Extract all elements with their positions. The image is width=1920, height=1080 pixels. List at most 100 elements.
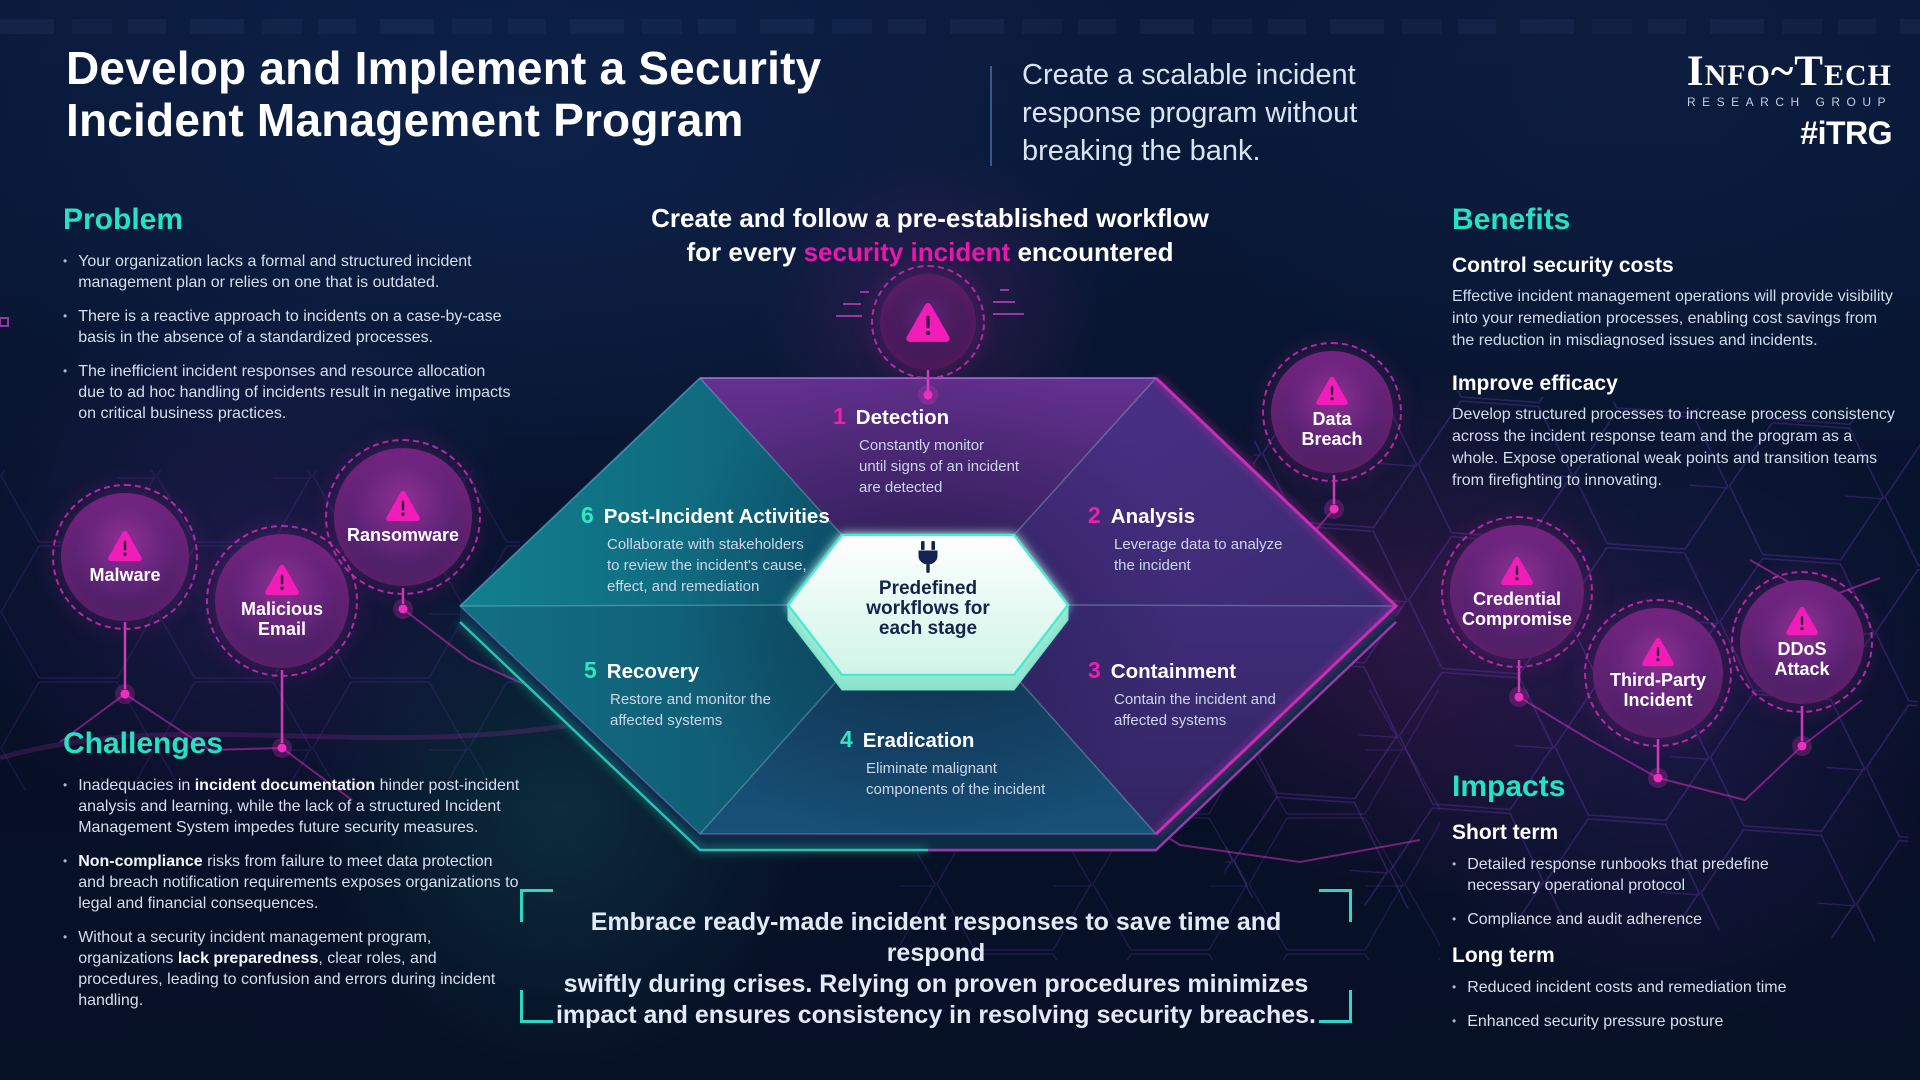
threat-badge-third-party-incident: Third-Party Incident bbox=[1584, 599, 1732, 747]
badge-dashed-ring bbox=[1584, 599, 1732, 747]
challenges-list: • Inadequacies in incident documentation… bbox=[63, 775, 523, 1011]
incident-alert-badge bbox=[871, 265, 985, 379]
threat-badge-data-breach: Data Breach bbox=[1262, 342, 1402, 482]
stage-detection: 1 Detection Constantly monitor until sign… bbox=[833, 403, 1019, 498]
badge-dashed-ring bbox=[1441, 516, 1593, 668]
problem-heading: Problem bbox=[63, 203, 184, 236]
badge-disc: Malware bbox=[61, 493, 189, 621]
impact-list-short-term: •Detailed response runbooks that predefi… bbox=[1452, 854, 1832, 930]
badge-dashed-ring bbox=[52, 484, 198, 630]
stage-number: 2 bbox=[1088, 502, 1101, 528]
challenges-section: Challenges • Inadequacies in incident do… bbox=[63, 727, 523, 1024]
threat-badge-malware: Malware bbox=[52, 484, 198, 630]
warning-icon bbox=[1501, 556, 1533, 585]
bracket-corner bbox=[1319, 889, 1352, 922]
workflow-headline-line2: for every security incident encountered bbox=[686, 237, 1174, 267]
logo-tagline: RESEARCH GROUP bbox=[1686, 95, 1892, 109]
stage-analysis: 2 Analysis Leverage data to analyze the i… bbox=[1088, 502, 1282, 576]
badge-label: DDoS Attack bbox=[1774, 638, 1830, 679]
warning-icon bbox=[906, 302, 950, 342]
stage-eradication: 4 Eradication Eliminate malignant compone… bbox=[840, 726, 1045, 800]
threat-badge-credential-compromise: Credential Compromise bbox=[1441, 516, 1593, 668]
stage-title: Eradication bbox=[862, 729, 975, 752]
stage-title: Post-Incident Activities bbox=[603, 505, 830, 528]
badge-disc: Data Breach bbox=[1271, 351, 1393, 473]
workflow-headline-line1: Create and follow a pre-established work… bbox=[651, 203, 1209, 233]
warning-icon bbox=[108, 530, 142, 561]
badge-disc: Ransomware bbox=[334, 448, 472, 586]
list-item: •There is a reactive approach to inciden… bbox=[63, 308, 502, 346]
logo: Info~Tech RESEARCH GROUP #iTRG bbox=[1686, 48, 1893, 152]
stage-number: 4 bbox=[840, 726, 853, 752]
threat-badge-ddos-attack: DDoS Attack bbox=[1731, 571, 1873, 713]
list-item: •Compliance and audit adherence bbox=[1452, 911, 1703, 928]
benefits-heading: Benefits bbox=[1452, 203, 1571, 236]
impact-group-title: Long term bbox=[1452, 944, 1555, 967]
bullet-icon: • bbox=[1452, 1014, 1457, 1028]
benefit-title: Improve efficacy bbox=[1452, 372, 1618, 395]
list-item: •The inefficient incident responses and … bbox=[63, 363, 511, 422]
list-item: •Your organization lacks a formal and st… bbox=[63, 253, 472, 291]
stage-description: Constantly monitor until signs of an inc… bbox=[859, 437, 1020, 496]
stage-title: Detection bbox=[855, 406, 950, 429]
stage-number: 6 bbox=[581, 502, 594, 528]
logo-brand: Info~Tech bbox=[1686, 48, 1892, 95]
bullet-icon: • bbox=[63, 254, 68, 268]
closing-quote: Embrace ready-made incident responses to… bbox=[520, 889, 1352, 1029]
stage-number: 1 bbox=[833, 403, 846, 429]
bullet-icon: • bbox=[63, 309, 68, 323]
list-item: •Detailed response runbooks that predefi… bbox=[1452, 856, 1769, 894]
list-item: •Reduced incident costs and remediation … bbox=[1452, 979, 1787, 996]
header-divider bbox=[990, 66, 992, 166]
benefits-section: Benefits Control security costs Effectiv… bbox=[1452, 203, 1897, 492]
badge-disc bbox=[880, 274, 976, 370]
warning-icon bbox=[386, 490, 420, 521]
workflow-headline: Create and follow a pre-established work… bbox=[520, 201, 1340, 269]
benefit-title: Control security costs bbox=[1452, 254, 1674, 277]
impacts-heading: Impacts bbox=[1452, 770, 1566, 803]
connector-dots bbox=[115, 385, 1812, 788]
badge-label: Malware bbox=[89, 564, 161, 585]
bullet-icon: • bbox=[1452, 857, 1457, 871]
badge-label: Third-Party Incident bbox=[1609, 669, 1706, 710]
badge-disc: Credential Compromise bbox=[1450, 525, 1584, 659]
stage-description: Leverage data to analyze the incident bbox=[1114, 536, 1283, 574]
page-title: Develop and Implement a Security Inciden… bbox=[66, 42, 822, 146]
bullet-icon: • bbox=[63, 930, 68, 944]
badge-label: Malicious Email bbox=[240, 598, 324, 639]
quote-text: Embrace ready-made incident responses to… bbox=[555, 908, 1317, 1029]
bullet-icon: • bbox=[63, 778, 68, 792]
badge-dashed-ring bbox=[325, 439, 481, 595]
stage-title: Analysis bbox=[1110, 505, 1196, 528]
circuit-decoration bbox=[0, 289, 1024, 327]
threat-badge-malicious-email: Malicious Email bbox=[206, 525, 358, 677]
bullet-icon: • bbox=[63, 854, 68, 868]
badge-disc: Third-Party Incident bbox=[1593, 608, 1723, 738]
bullet-icon: • bbox=[1452, 912, 1457, 926]
logo-hashtag: #iTRG bbox=[1800, 115, 1892, 151]
center-hexagon bbox=[786, 533, 1070, 691]
badge-dashed-ring bbox=[1731, 571, 1873, 713]
badge-label: Data Breach bbox=[1301, 408, 1363, 449]
impact-group-title: Short term bbox=[1452, 821, 1559, 844]
center-hexagon-label: Predefined workflows for each stage bbox=[866, 578, 990, 639]
bullet-icon: • bbox=[63, 364, 68, 378]
benefit-body: Develop structured processes to increase… bbox=[1452, 406, 1895, 489]
warning-icon bbox=[1642, 637, 1674, 666]
stage-description: Eliminate malignant components of the in… bbox=[866, 760, 1046, 798]
list-item: • Non-compliance risks from failure to m… bbox=[63, 853, 519, 912]
impact-list-long-term: •Reduced incident costs and remediation … bbox=[1452, 977, 1872, 1032]
warning-icon bbox=[1316, 376, 1348, 405]
stage-title: Containment bbox=[1110, 660, 1237, 683]
top-data-strip-decoration bbox=[0, 19, 1920, 34]
highlight-text: security incident bbox=[803, 237, 1011, 267]
badge-dashed-ring bbox=[1262, 342, 1402, 482]
impacts-section: Impacts Short term •Detailed response ru… bbox=[1452, 770, 1897, 1045]
page-subtitle: Create a scalable incident response prog… bbox=[1022, 59, 1358, 167]
badge-dashed-ring bbox=[871, 265, 985, 379]
bracket-corner bbox=[520, 889, 553, 922]
problem-section: Problem •Your organization lacks a forma… bbox=[63, 203, 511, 437]
badge-disc: Malicious Email bbox=[215, 534, 349, 668]
